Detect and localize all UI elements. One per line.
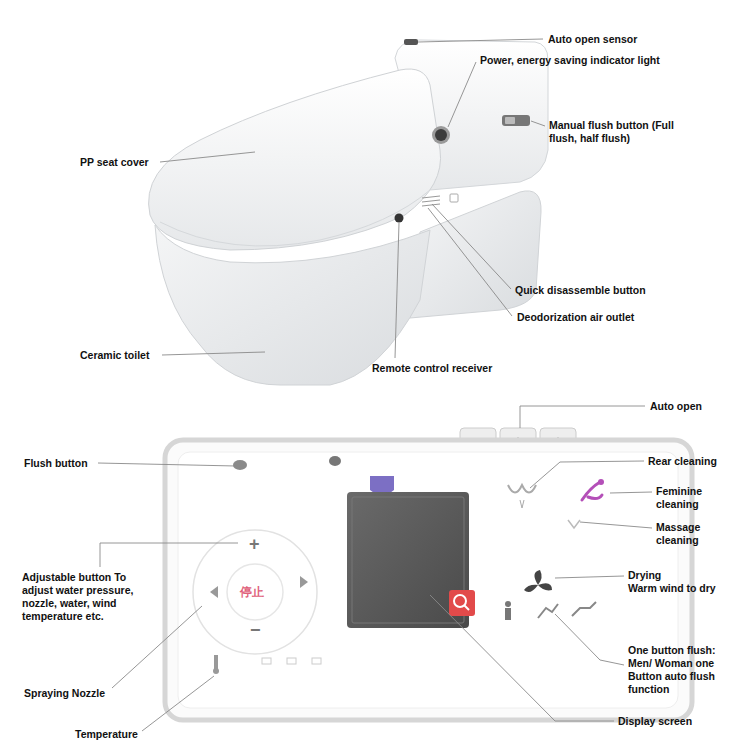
- part-label: Manual flush button (Full flush, half fl…: [549, 119, 699, 145]
- part-label: Massage cleaning: [656, 521, 720, 547]
- part-label: Auto open: [650, 400, 702, 413]
- part-label: Power, energy saving indicator light: [480, 54, 660, 67]
- part-label: Ceramic toilet: [80, 349, 149, 362]
- part-label: Remote control receiver: [372, 362, 492, 375]
- part-label: Adjustable button To adjust water pressu…: [22, 571, 146, 624]
- part-label: Drying: [628, 569, 661, 582]
- part-label: Feminine cleaning: [656, 485, 720, 511]
- part-label: Temperature: [75, 728, 138, 741]
- button-symbol: −: [250, 619, 261, 642]
- part-label: Auto open sensor: [548, 33, 637, 46]
- button-text: 停止: [240, 585, 264, 600]
- part-label: PP seat cover: [80, 156, 149, 169]
- toilet-body: [149, 39, 548, 385]
- part-label: Spraying Nozzle: [24, 687, 105, 700]
- part-label: Quick disassemble button: [515, 284, 646, 297]
- button-symbol: +: [249, 533, 260, 556]
- part-label: Warm wind to dry: [628, 582, 716, 595]
- part-label: Deodorization air outlet: [517, 311, 634, 324]
- part-label: Flush button: [24, 457, 88, 470]
- remote-control: [165, 428, 692, 720]
- part-label: Display screen: [618, 715, 692, 728]
- part-label: Rear cleaning: [648, 455, 717, 468]
- part-label: One button flush: Men/ Woman one Button …: [628, 644, 738, 697]
